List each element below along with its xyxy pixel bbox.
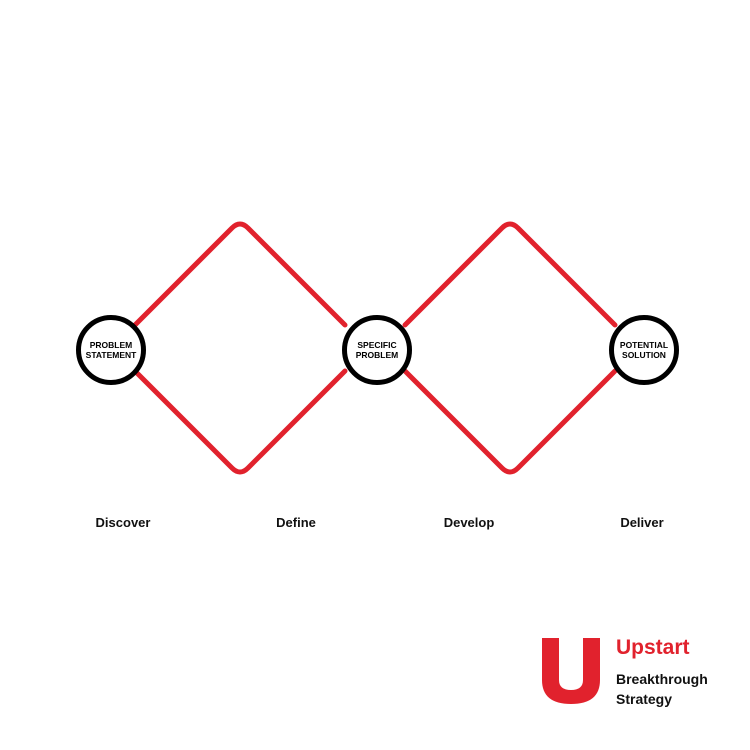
brand-logo: Upstart Breakthrough Strategy — [540, 636, 730, 709]
node-label-line: SOLUTION — [622, 350, 666, 360]
brand-tagline: Breakthrough Strategy — [616, 669, 708, 709]
node-label-line: PROBLEM — [355, 350, 399, 360]
stage-label-deliver: Deliver — [620, 515, 664, 530]
node-label: PROBLEM STATEMENT — [86, 340, 137, 360]
node-label: SPECIFIC PROBLEM — [356, 340, 399, 360]
upstart-u-logo — [542, 638, 600, 704]
brand-name: Upstart — [616, 636, 690, 659]
node-problem-statement: PROBLEM STATEMENT — [76, 315, 146, 385]
brand-tagline-line: Breakthrough — [616, 671, 708, 687]
diamond-left — [132, 221, 348, 475]
node-label-line: POTENTIAL — [619, 340, 669, 350]
node-label: POTENTIAL SOLUTION — [620, 340, 668, 360]
brand-tagline-line: Strategy — [616, 691, 673, 707]
stage-label-define: Define — [276, 515, 316, 530]
node-label-line: SPECIFIC — [357, 340, 397, 350]
stage-label-develop: Develop — [443, 515, 495, 530]
diamond-right — [402, 221, 618, 475]
node-potential-solution: POTENTIAL SOLUTION — [609, 315, 679, 385]
node-label-line: STATEMENT — [85, 350, 137, 360]
node-specific-problem: SPECIFIC PROBLEM — [342, 315, 412, 385]
stage-label-discover: Discover — [95, 515, 151, 530]
node-label-line: PROBLEM — [89, 340, 133, 350]
